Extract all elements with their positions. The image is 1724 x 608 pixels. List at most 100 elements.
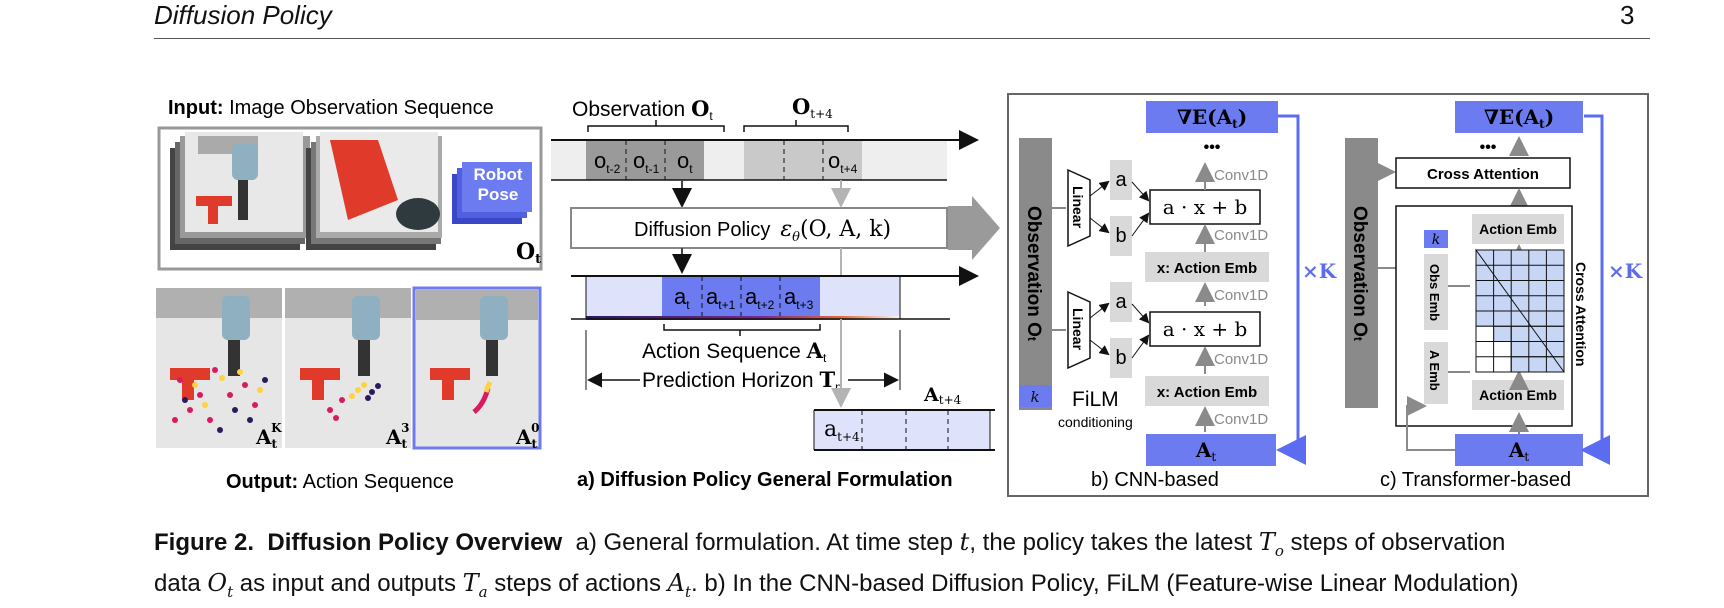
panel-c: ∇E(At) ••• Observation Ot Cross Attentio…	[1345, 101, 1643, 491]
conv-upper-1: Conv1D	[1214, 167, 1268, 184]
obs-cells-future	[744, 140, 862, 180]
action-emb-lower	[1145, 376, 1269, 406]
action-emb-upper	[1145, 252, 1269, 282]
caption-line-2: data Ot as input and outputs Ta steps of…	[154, 567, 1634, 608]
panel-c-dots: •••	[1480, 139, 1497, 156]
header-rule	[154, 38, 1650, 39]
page-number: 3	[1620, 0, 1635, 30]
figure-2: Input: Image Observation Sequence Robot	[156, 93, 1649, 497]
action-cell-t+2: at+2	[745, 284, 775, 312]
affine-upper-label: a · x + b	[1163, 195, 1248, 219]
panel-b-grad-box	[1146, 101, 1278, 133]
cross-attention-label: Cross Attention	[1427, 166, 1539, 183]
panel-c-k-label: k	[1432, 232, 1440, 248]
panel-b-k-label: k	[1030, 388, 1039, 406]
input-label: Input: Image Observation Sequence	[168, 97, 494, 119]
action-image-0: At0	[412, 286, 542, 451]
observation-image-stack-1	[170, 132, 310, 250]
robot-pose-label-2: Pose	[478, 185, 519, 204]
big-arrow	[948, 196, 1000, 260]
cross-attention-vertical-label: Cross Attention	[1573, 262, 1589, 366]
caption-text-6: steps of actions	[487, 569, 668, 597]
panel-c-action-emb-top-label: Action Emb	[1479, 221, 1557, 237]
panel-b-input-label: At	[1195, 438, 1217, 464]
panel-c-grad-box	[1455, 101, 1583, 133]
panel-a-caption: a) Diffusion Policy General Formulation	[577, 469, 953, 491]
obs-brace	[587, 120, 725, 132]
panel-b-caption: b) CNN-based	[1091, 469, 1219, 491]
caption-text-5: as input and outputs	[233, 569, 463, 597]
caption-var-To: T	[1258, 528, 1275, 556]
panel-c-times-k: ×K	[1608, 259, 1643, 283]
obs-cell-t+4: ot+4	[828, 148, 858, 176]
robot-pose-stack: Robot Pose	[452, 162, 532, 224]
panel-c-grad-label: ∇E(At)	[1484, 105, 1554, 131]
action-cell-t: at	[674, 284, 690, 312]
panel-c-caption: c) Transformer-based	[1380, 469, 1571, 491]
obs-future-brace	[743, 120, 849, 132]
linear-upper	[1067, 168, 1091, 248]
action-emb-upper-label: x: Action Emb	[1157, 260, 1257, 277]
future-action-cell: at+4	[824, 417, 860, 444]
panel-b-loop-arrow	[1276, 114, 1306, 465]
horizon-gradient	[586, 316, 904, 320]
affine-lower-label: a · x + b	[1163, 317, 1248, 341]
future-action-timeline	[814, 410, 990, 450]
panel-b-input-box	[1146, 434, 1276, 466]
obs-cell-t-2: ot-2	[594, 148, 621, 176]
action-label-3: At3	[385, 421, 409, 451]
caption-text-1: a) General formulation. At time step	[575, 529, 960, 556]
film-a-lower-label: a	[1115, 291, 1127, 313]
panel-c-observation-bar	[1345, 138, 1378, 408]
conv-upper-2: Conv1D	[1214, 227, 1268, 244]
caption-text-3: steps of observation	[1283, 529, 1506, 556]
panel-b-observation-label: Observation Ot	[1023, 206, 1044, 341]
film-b-lower	[1110, 338, 1132, 378]
panel-b-dots: •••	[1204, 139, 1221, 156]
observation-label: Observation Ot	[572, 96, 713, 123]
panel-b-grad-label: ∇E(At)	[1177, 105, 1247, 131]
obs-cells-past	[586, 140, 704, 180]
conv-mid: Conv1D	[1214, 287, 1268, 304]
caption-var-t: t	[959, 528, 970, 556]
caption-text-2: , the policy takes the latest	[969, 529, 1259, 556]
output-label: Output: Action Sequence	[226, 471, 454, 493]
action-image-3: At3	[285, 288, 411, 451]
action-brace	[663, 324, 821, 336]
panel-b-observation-bar	[1019, 138, 1052, 410]
obs-cell-t-1: ot-1	[633, 148, 660, 176]
caption-line-1: Figure 2. Diffusion Policy Overview a) G…	[154, 526, 1634, 567]
running-header-title: Diffusion Policy	[154, 0, 332, 30]
panel-c-input-box	[1455, 434, 1583, 466]
figure-caption: Figure 2. Diffusion Policy Overview a) G…	[154, 526, 1634, 608]
action-sequence-label: Action Sequence At	[642, 338, 827, 365]
future-action-label: At+4	[923, 384, 962, 407]
caption-text-4: data	[154, 569, 208, 597]
panel-c-action-emb-top	[1472, 214, 1564, 244]
action-label-0: At0	[515, 421, 539, 451]
panel-b-k-box	[1019, 385, 1052, 407]
obs-symbol: Ot	[516, 239, 541, 267]
conv-lower-1: Conv1D	[1214, 351, 1268, 368]
caption-var-Ta-sub: a	[478, 582, 488, 601]
panel-c-k-box	[1424, 230, 1448, 248]
film-a-lower	[1110, 282, 1132, 322]
attention-grid	[1475, 248, 1565, 373]
film-b-lower-label: b	[1115, 347, 1126, 369]
linear-upper-label: Linear	[1070, 186, 1086, 229]
film-sub-label: conditioning	[1058, 414, 1133, 430]
panel-a: Observation Ot Ot+4 ot-2 ot-1 ot ot+4 Di…	[551, 94, 1000, 491]
conv-lower-2: Conv1D	[1214, 411, 1268, 428]
panel-c-loop-arrow	[1580, 114, 1610, 465]
action-image-k: AtK	[156, 288, 282, 451]
caption-label: Figure 2.	[154, 529, 255, 556]
film-label: FiLM	[1072, 388, 1119, 411]
obs-emb-label: Obs Emb	[1427, 264, 1442, 321]
caption-title: Diffusion Policy Overview	[267, 529, 563, 556]
caption-var-Ot: O	[207, 568, 228, 597]
obs-cell-t: ot	[677, 148, 693, 176]
action-cell-t+1: at+1	[706, 284, 736, 312]
obs-emb-box	[1424, 254, 1448, 330]
observation-frame	[157, 126, 543, 271]
